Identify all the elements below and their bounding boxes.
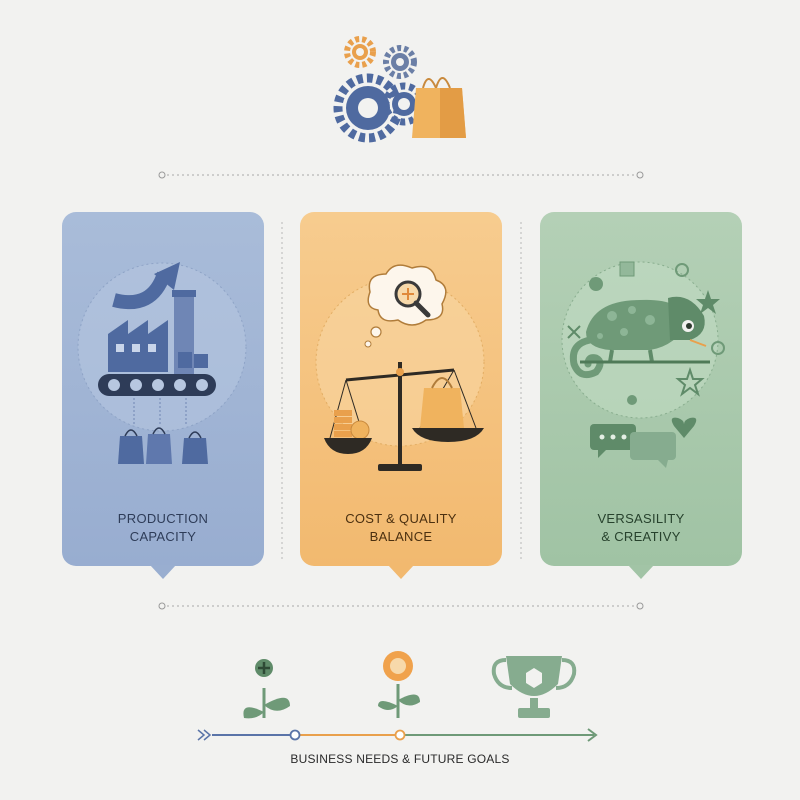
balance-scale-icon (315, 264, 485, 471)
chat-bubbles-icon (590, 417, 697, 468)
sprout-icon (243, 659, 290, 719)
timeline (197, 728, 598, 742)
gears-icon (333, 36, 426, 143)
timeline-label: BUSINESS NEEDS & FUTURE GOALS (290, 752, 510, 766)
card-label: COST & QUALITY BALANCE (345, 511, 457, 544)
chameleon-icon (561, 261, 725, 468)
card-label: PRODUCTION CAPACITY (117, 511, 209, 544)
card-pointer (388, 565, 414, 579)
card-pointer (150, 565, 176, 579)
bottom-connector (158, 602, 644, 610)
flower-icon (378, 651, 420, 718)
card-cost-quality-balance: COST & QUALITY BALANCE (300, 212, 502, 579)
card-pointer (628, 565, 654, 579)
trophy-icon (491, 656, 577, 718)
card-versatility-creativity: VERSASILITY & CREATIVY (540, 212, 742, 579)
factory-conveyor-icon (77, 262, 247, 464)
thought-bubble-icon (364, 264, 447, 348)
card-production-capacity: PRODUCTION CAPACITY (62, 212, 264, 579)
top-connector (158, 171, 644, 179)
shopping-bag-icon (412, 77, 466, 138)
card-label: VERSASILITY & CREATIVY (597, 511, 685, 544)
